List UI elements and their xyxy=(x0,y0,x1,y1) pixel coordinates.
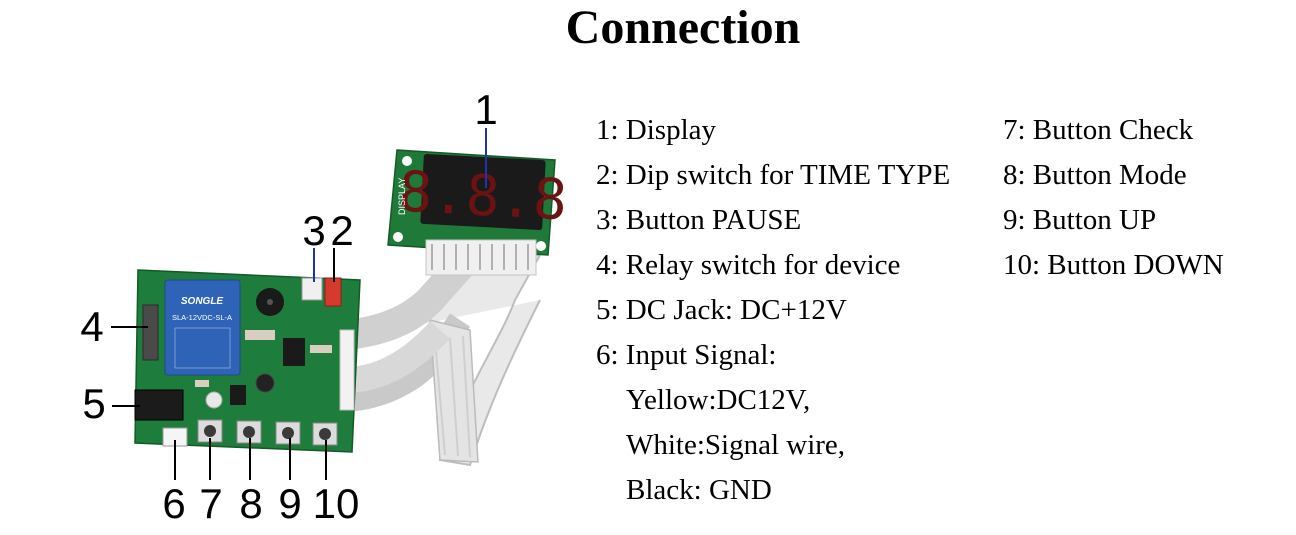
signal-white: White:Signal wire, xyxy=(626,429,846,461)
legend-column-right: 7: Button Check 8: Button Mode 9: Button… xyxy=(1003,108,1224,288)
callout-6: 6 xyxy=(162,480,185,527)
callout-9: 9 xyxy=(278,480,301,527)
legend-item-4: 4: Relay switch for device xyxy=(596,249,901,281)
callout-5: 5 xyxy=(82,380,105,427)
legend-item-10: 10: Button DOWN xyxy=(1003,249,1224,281)
relay-brand: SONGLE xyxy=(181,296,224,307)
legend-item-3: 3: Button PAUSE xyxy=(596,204,802,236)
relay-model: SLA-12VDC-SL-A xyxy=(172,313,232,322)
legend-item-5: 5: DC Jack: DC+12V xyxy=(596,294,847,326)
legend-item-8: 8: Button Mode xyxy=(1003,159,1187,191)
display-silkscreen: DISPLAY xyxy=(397,178,407,215)
callout-8: 8 xyxy=(239,480,262,527)
board-illustration: 8.8.8 DISPLAY SONGLE SLA-12VDC-SL-A xyxy=(80,86,569,527)
display-board: 8.8.8 DISPLAY xyxy=(387,149,569,276)
callout-7: 7 xyxy=(199,480,222,527)
signal-black: Black: GND xyxy=(626,474,772,506)
ribbon-cable xyxy=(339,245,542,467)
signal-yellow: Yellow:DC12V, xyxy=(626,384,811,416)
main-board: SONGLE SLA-12VDC-SL-A xyxy=(134,269,361,453)
legend-item-7: 7: Button Check xyxy=(1003,114,1194,146)
callout-4: 4 xyxy=(80,303,103,350)
legend-item-9: 9: Button UP xyxy=(1003,204,1157,236)
callout-3: 3 xyxy=(302,207,325,254)
svg-text:8.8.8: 8.8.8 xyxy=(397,160,569,234)
leader-lines xyxy=(111,128,487,480)
legend-item-2: 2: Dip switch for TIME TYPE xyxy=(596,159,951,191)
legend-item-1: 1: Display xyxy=(596,114,717,146)
board-buttons xyxy=(197,419,338,446)
callout-1: 1 xyxy=(474,86,497,133)
legend-column-left: 1: Display 2: Dip switch for TIME TYPE 3… xyxy=(596,108,950,513)
legend-item-6: 6: Input Signal: xyxy=(596,339,777,371)
callout-10: 10 xyxy=(313,480,360,527)
page-title: Connection xyxy=(565,1,801,54)
callout-2: 2 xyxy=(330,207,353,254)
